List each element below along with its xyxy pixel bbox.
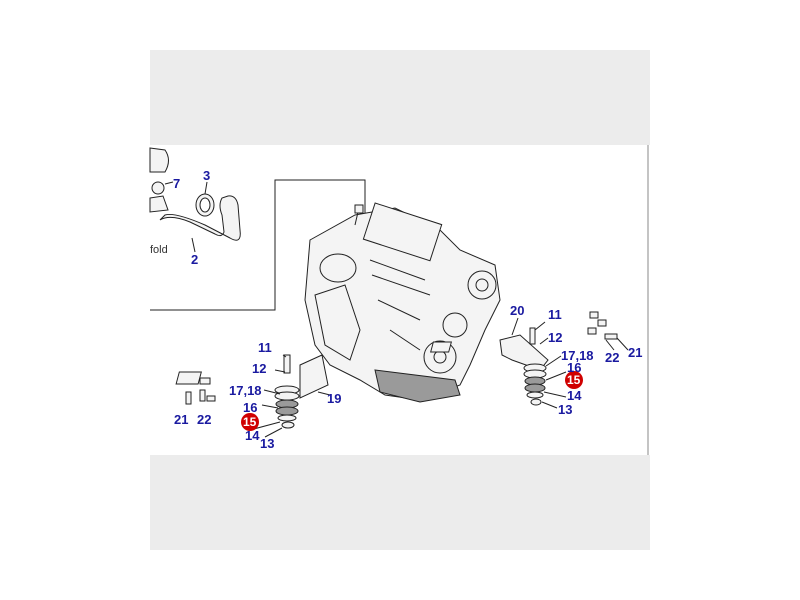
valve-cover (362, 202, 443, 262)
right-plate-12 (430, 341, 452, 353)
left-callout-11: 11 (258, 340, 272, 355)
top-gray-band (150, 50, 650, 145)
left-callout-13: 13 (260, 436, 274, 451)
left-mount-assembly: 15 11 12 17,18 16 14 13 19 21 22 (174, 340, 341, 451)
manifold-flange (149, 147, 169, 173)
right-callout-11: 11 (548, 307, 562, 322)
inset-panel: fold 7 3 2 (149, 147, 366, 311)
right-mount-assembly: 15 20 11 12 17,18 16 14 13 22 21 (430, 303, 642, 417)
right-callout-12: 12 (548, 330, 562, 345)
right-callout-15-highlight (565, 371, 583, 389)
left-callout-21: 21 (174, 412, 188, 427)
left-callout-15-highlight (241, 413, 259, 431)
oil-pan (374, 369, 461, 403)
left-callout-12: 12 (252, 361, 266, 376)
left-bolt-21-22 (199, 377, 211, 385)
intake-hose (159, 195, 241, 241)
left-bracket-19 (299, 354, 329, 399)
clamp-part (151, 181, 165, 195)
bottom-gray-band (150, 455, 650, 550)
right-callout-14: 14 (567, 388, 582, 403)
left-callout-16: 16 (243, 400, 257, 415)
callout-2: 2 (191, 252, 198, 267)
left-callout-19: 19 (327, 391, 341, 406)
right-bolt-11 (529, 327, 536, 345)
right-callout-16: 16 (567, 360, 581, 375)
right-callout-22: 22 (605, 350, 619, 365)
left-callout-22: 22 (197, 412, 211, 427)
right-bolt-21-22 (589, 311, 599, 319)
right-callout-21: 21 (628, 345, 642, 360)
right-callout-20: 20 (510, 303, 524, 318)
filter (319, 253, 357, 283)
left-callout-15: 15 (243, 415, 257, 429)
left-plate-12 (175, 371, 202, 385)
callout-3: 3 (203, 168, 210, 183)
right-callout-13: 13 (558, 402, 572, 417)
right-callout-15: 15 (567, 373, 581, 387)
left-bolt-11 (283, 354, 291, 374)
flywheel-housing (314, 284, 361, 361)
engine-block (304, 202, 501, 403)
left-callout-17-18: 17,18 (229, 383, 262, 398)
left-callout-14: 14 (245, 428, 260, 443)
callout-7: 7 (173, 176, 180, 191)
right-callout-17-18: 17,18 (561, 348, 594, 363)
inset-note: fold (150, 244, 168, 256)
